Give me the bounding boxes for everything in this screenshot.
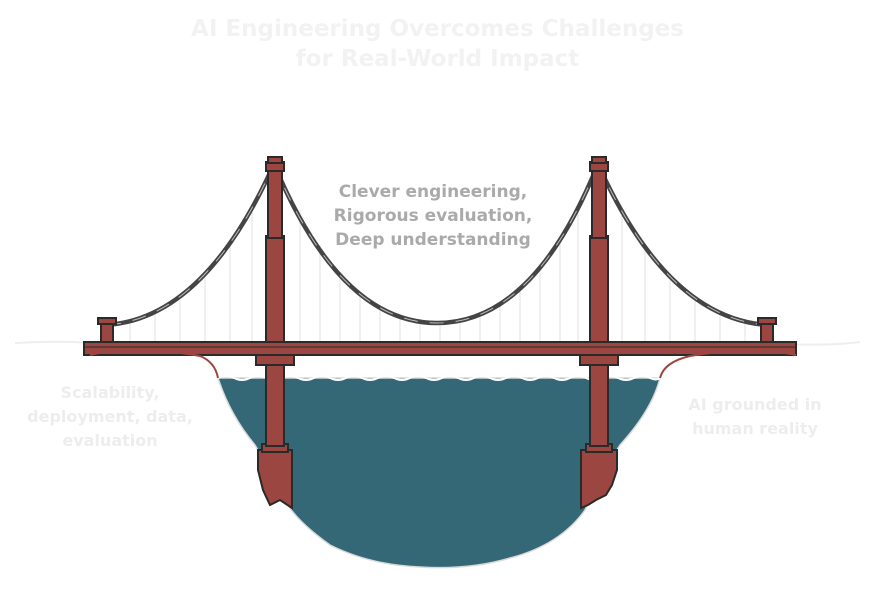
impact-label: AI grounded in human reality	[660, 393, 850, 441]
cable-highlights	[106, 163, 768, 326]
challenges-label-line-2: deployment, data,	[27, 407, 193, 426]
right-cliff-edge	[659, 351, 797, 379]
challenges-label-line-3: evaluation	[62, 431, 158, 450]
impact-label-line-2: human reality	[692, 419, 818, 438]
left-end-post	[97, 317, 117, 343]
challenges-label: Scalability, deployment, data, evaluatio…	[10, 381, 210, 453]
bridge-label: Clever engineering, Rigorous evaluation,…	[283, 180, 583, 252]
suspender-cables	[129, 205, 746, 343]
page-title: AI Engineering Overcomes Challenges for …	[0, 14, 875, 74]
right-tower	[579, 156, 619, 510]
left-tower	[255, 156, 295, 510]
challenges-label-line-1: Scalability,	[60, 383, 160, 402]
impact-label-line-1: AI grounded in	[688, 395, 822, 414]
bridge-deck	[83, 341, 797, 356]
bridge-label-line-1: Clever engineering,	[338, 182, 528, 202]
title-line-2: for Real-World Impact	[295, 46, 580, 72]
bridge-label-line-3: Deep understanding	[335, 230, 531, 250]
left-cliff-edge	[89, 350, 219, 379]
bridge-label-line-2: Rigorous evaluation,	[333, 206, 533, 226]
right-end-post	[757, 317, 777, 343]
title-line-1: AI Engineering Overcomes Challenges	[191, 16, 684, 42]
